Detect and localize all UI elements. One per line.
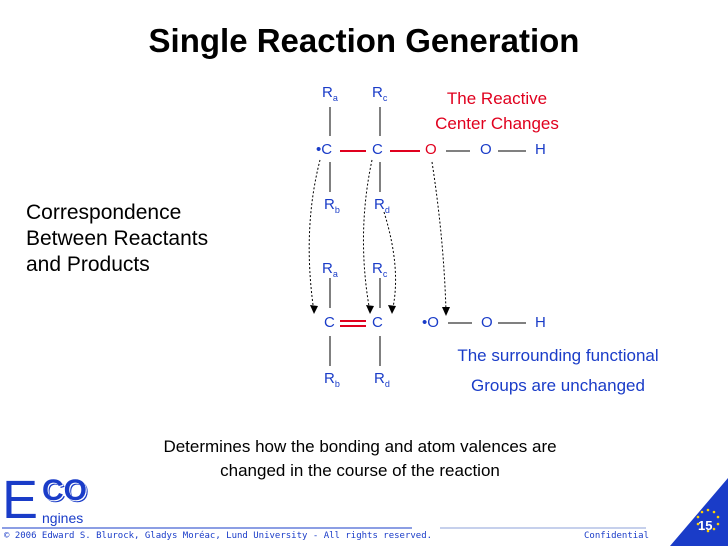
map-arrow-c1	[308, 159, 321, 313]
product-o1: •O	[422, 314, 439, 331]
unchanged-groups-line-2: Groups are unchanged	[471, 376, 645, 395]
reactant-rc: Rc	[372, 84, 388, 103]
eu-badge-corner	[670, 478, 728, 546]
page-number: 15	[698, 518, 713, 533]
product-c2: C	[372, 314, 383, 331]
map-arrowhead-c2	[366, 305, 374, 314]
reactive-center-line-2: Center Changes	[435, 114, 559, 133]
bottom-line-2: changed in the course of the reaction	[220, 461, 500, 480]
product-o2: O	[481, 314, 493, 331]
reactant-rb: Rb	[324, 196, 340, 215]
bottom-line-1: Determines how the bonding and atom vale…	[163, 437, 557, 456]
eu-stars-icon	[696, 508, 720, 533]
bottom-explanation: Determines how the bonding and atom vale…	[60, 435, 660, 483]
correspondence-line-3: and Products	[26, 253, 150, 276]
eco-engines-logo-ngines: ngines	[42, 510, 84, 526]
slide-title: Single Reaction Generation	[148, 22, 580, 59]
product-h: H	[535, 314, 546, 331]
map-arrow-rd	[383, 211, 397, 313]
reactant-o2: O	[480, 141, 492, 158]
product-rb: Rb	[324, 370, 340, 389]
reactant-rd: Rd	[374, 196, 390, 215]
reactive-center-line-1: The Reactive	[446, 89, 548, 108]
reactant-h: H	[535, 141, 546, 158]
map-arrowhead-o1	[442, 307, 450, 316]
map-arrow-o1	[431, 161, 447, 313]
eco-engines-logo-e: E	[2, 470, 39, 530]
correspondence-text: Correspondence Between Reactants and Pro…	[26, 200, 208, 278]
product-c1: C	[324, 314, 335, 331]
unchanged-groups-line-1: The surrounding functional	[457, 346, 659, 365]
reactive-center-note: The Reactive Center Changes	[412, 86, 582, 136]
reactant-c2: C	[372, 141, 383, 158]
product-rc: Rc	[372, 260, 388, 279]
map-arrow-c2	[362, 159, 373, 313]
eco-engines-logo-co: CO	[42, 474, 87, 507]
correspondence-line-2: Between Reactants	[26, 227, 209, 250]
correspondence-line-1: Correspondence	[26, 201, 182, 224]
map-arrowhead-c1	[310, 305, 318, 314]
copyright-footer: © 2006 Edward S. Blurock, Gladys Moréac,…	[4, 531, 433, 541]
product-rd: Rd	[374, 370, 390, 389]
reactant-c1: •C	[316, 141, 333, 158]
confidential-label: Confidential	[584, 531, 650, 541]
map-arrowhead-rd	[388, 305, 396, 314]
reactant-ra: Ra	[322, 84, 338, 103]
product-ra: Ra	[322, 260, 338, 279]
reactant-o1: O	[425, 141, 437, 158]
